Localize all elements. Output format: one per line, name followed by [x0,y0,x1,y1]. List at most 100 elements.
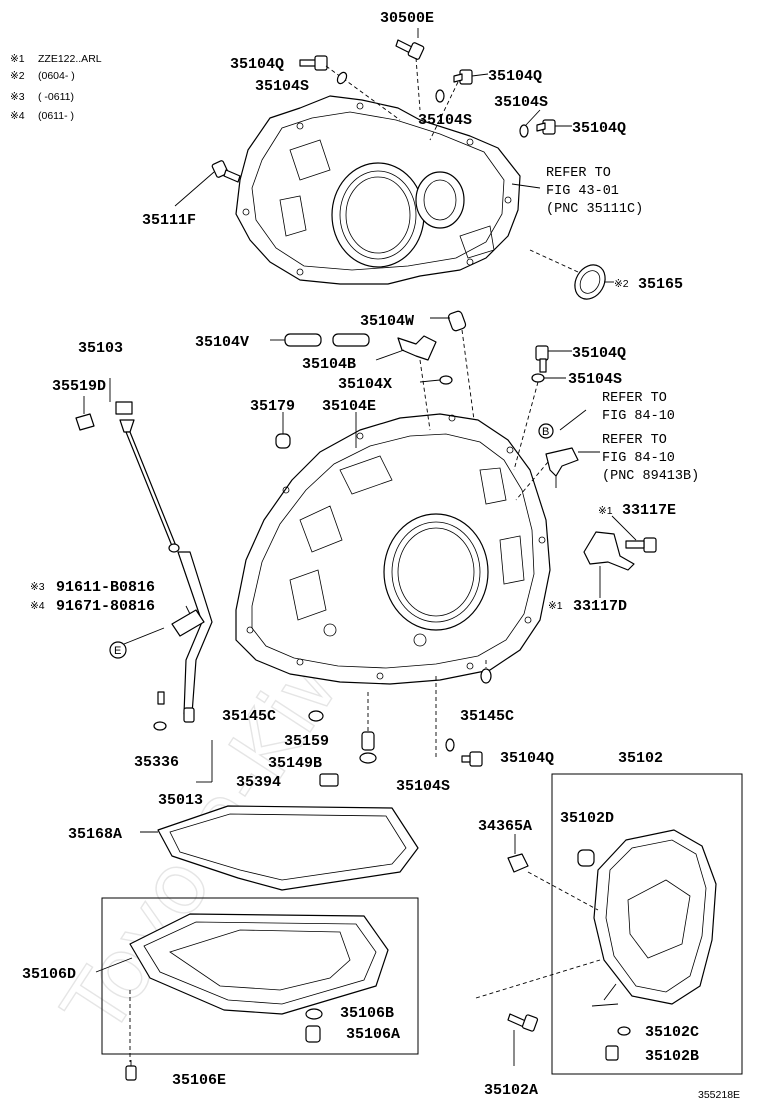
bolt-35104Q-e-drawing [461,751,483,767]
diagram-code: 355218E [698,1089,740,1101]
ref3-line3: (PNC 89413B) [602,469,699,484]
label-35104V: 35104V [195,334,249,351]
plug-35106A-drawing [305,1025,321,1043]
bolt-35104Q-d-drawing [535,345,572,373]
bolt-30500E-drawing [395,28,425,111]
reference-fig-84-10-a: REFER TO FIG 84-10 [602,391,675,424]
ref1-line2: FIG 43-01 [546,184,619,199]
tube-35013-drawing [171,551,213,783]
note-mark-4: ※4 [10,110,25,122]
note-text-2: (0604- ) [38,70,75,82]
label-35106A: 35106A [346,1026,400,1043]
ref2-line1: REFER TO [602,391,667,406]
label-35102: 35102 [618,750,663,767]
oring-35104S-b-drawing [435,89,445,103]
part-labels: 30500E 35104Q 35104S 35104Q 35104S 35104… [22,10,699,1099]
oring-35104S-e-drawing [435,676,455,760]
label-91611: 91611-B0816 [56,579,155,596]
label-35102B: 35102B [645,1048,699,1065]
label-35104S-a: 35104S [255,78,309,95]
note-text-1: ZZE122..ARL [38,53,102,65]
label-33117E-mark: ※1 [598,505,613,517]
label-35102C: 35102C [645,1024,699,1041]
label-35104X: 35104X [338,376,392,393]
bolt-35104Q-c-drawing [536,119,572,135]
oring-35102C-drawing [617,1026,631,1036]
reference-fig-84-10-b: REFER TO FIG 84-10 (PNC 89413B) [602,433,699,484]
label-35102A: 35102A [484,1082,538,1099]
label-35104Q-e: 35104Q [500,750,554,767]
bolt-35104Q-b-drawing [429,69,489,141]
gasket-35149B-drawing [359,752,377,764]
label-35104Q-a: 35104Q [230,56,284,73]
label-91671: 91671-80816 [56,598,155,615]
ref1-line3: (PNC 35111C) [546,202,643,217]
label-35159: 35159 [284,733,329,750]
label-35519D: 35519D [52,378,106,395]
clip-35519D-drawing [75,396,95,431]
callout-b-label: B [542,426,549,438]
oring-35104X-drawing [419,375,453,385]
bolt-33117E-drawing [611,515,657,553]
label-33117D: 33117D [573,598,627,615]
label-35104Q-c: 35104Q [572,120,626,137]
union-35104B-drawing [375,335,437,431]
label-35336: 35336 [134,754,179,771]
sensor-drawing [515,409,600,501]
part-35102-group-box [551,773,743,1075]
label-35145C-b: 35145C [460,708,514,725]
ref2-line2: FIG 84-10 [602,409,675,424]
plug-35159-drawing [361,692,375,751]
label-35111F: 35111F [142,212,196,229]
callout-e-label: E [114,645,121,657]
bolt-35102A-drawing [475,959,601,1066]
label-35149B: 35149B [268,755,322,772]
gasket-35106B-drawing [305,1008,323,1020]
oring-35104S-a-drawing [336,71,348,85]
note-text-4: (0611- ) [38,110,74,122]
oring-35104S-c-drawing [519,109,541,138]
label-91611-mark: ※3 [30,581,45,593]
upper-housing-drawing [235,95,521,285]
label-35102D: 35102D [560,810,614,827]
magnet-35394-drawing [319,773,339,787]
plug-35104W-drawing [430,310,475,421]
middle-case-drawing [235,413,551,685]
gasket-35168A-drawing [140,805,419,891]
pipe-35104V-drawing [270,333,370,347]
label-35165-mark: ※2 [614,278,629,290]
label-35104S-c: 35104S [494,94,548,111]
cover-35102-drawing [591,829,717,1007]
label-35394: 35394 [236,774,281,791]
label-35104E: 35104E [322,398,376,415]
oil-pan-35106D-drawing [95,913,389,1062]
note-text-3: ( -0611) [38,91,74,103]
label-35179: 35179 [250,398,295,415]
notes-legend: ※1 ZZE122..ARL ※2 (0604- ) ※3 ( -0611) ※… [10,53,102,122]
bolt-35104Q-a-drawing [299,55,401,121]
label-35165: 35165 [638,276,683,293]
oring-35336-drawing [153,691,167,731]
dipstick-drawing [109,378,180,553]
label-33117E: 33117E [622,502,676,519]
label-91671-mark: ※4 [30,600,45,612]
label-35104Q-b: 35104Q [488,68,542,85]
label-30500E: 30500E [380,10,434,27]
oring-35104S-d-drawing [513,373,566,471]
label-35104W: 35104W [360,313,414,330]
label-35106B: 35106B [340,1005,394,1022]
label-35106E: 35106E [172,1072,226,1089]
note-mark-3: ※3 [10,91,25,103]
plug-35106E-drawing [125,1060,137,1081]
seal-35165-drawing [529,249,614,300]
note-mark-2: ※2 [10,70,25,82]
label-35013: 35013 [158,792,203,809]
plug-35145C-b-drawing [480,660,492,684]
ref1-line1: REFER TO [546,166,611,181]
label-35168A: 35168A [68,826,122,843]
plug-35145C-a-drawing [308,710,324,722]
oil-pan-group-box [101,897,419,1055]
callout-b-upper: B [538,423,554,439]
label-33117D-mark: ※1 [548,600,563,612]
